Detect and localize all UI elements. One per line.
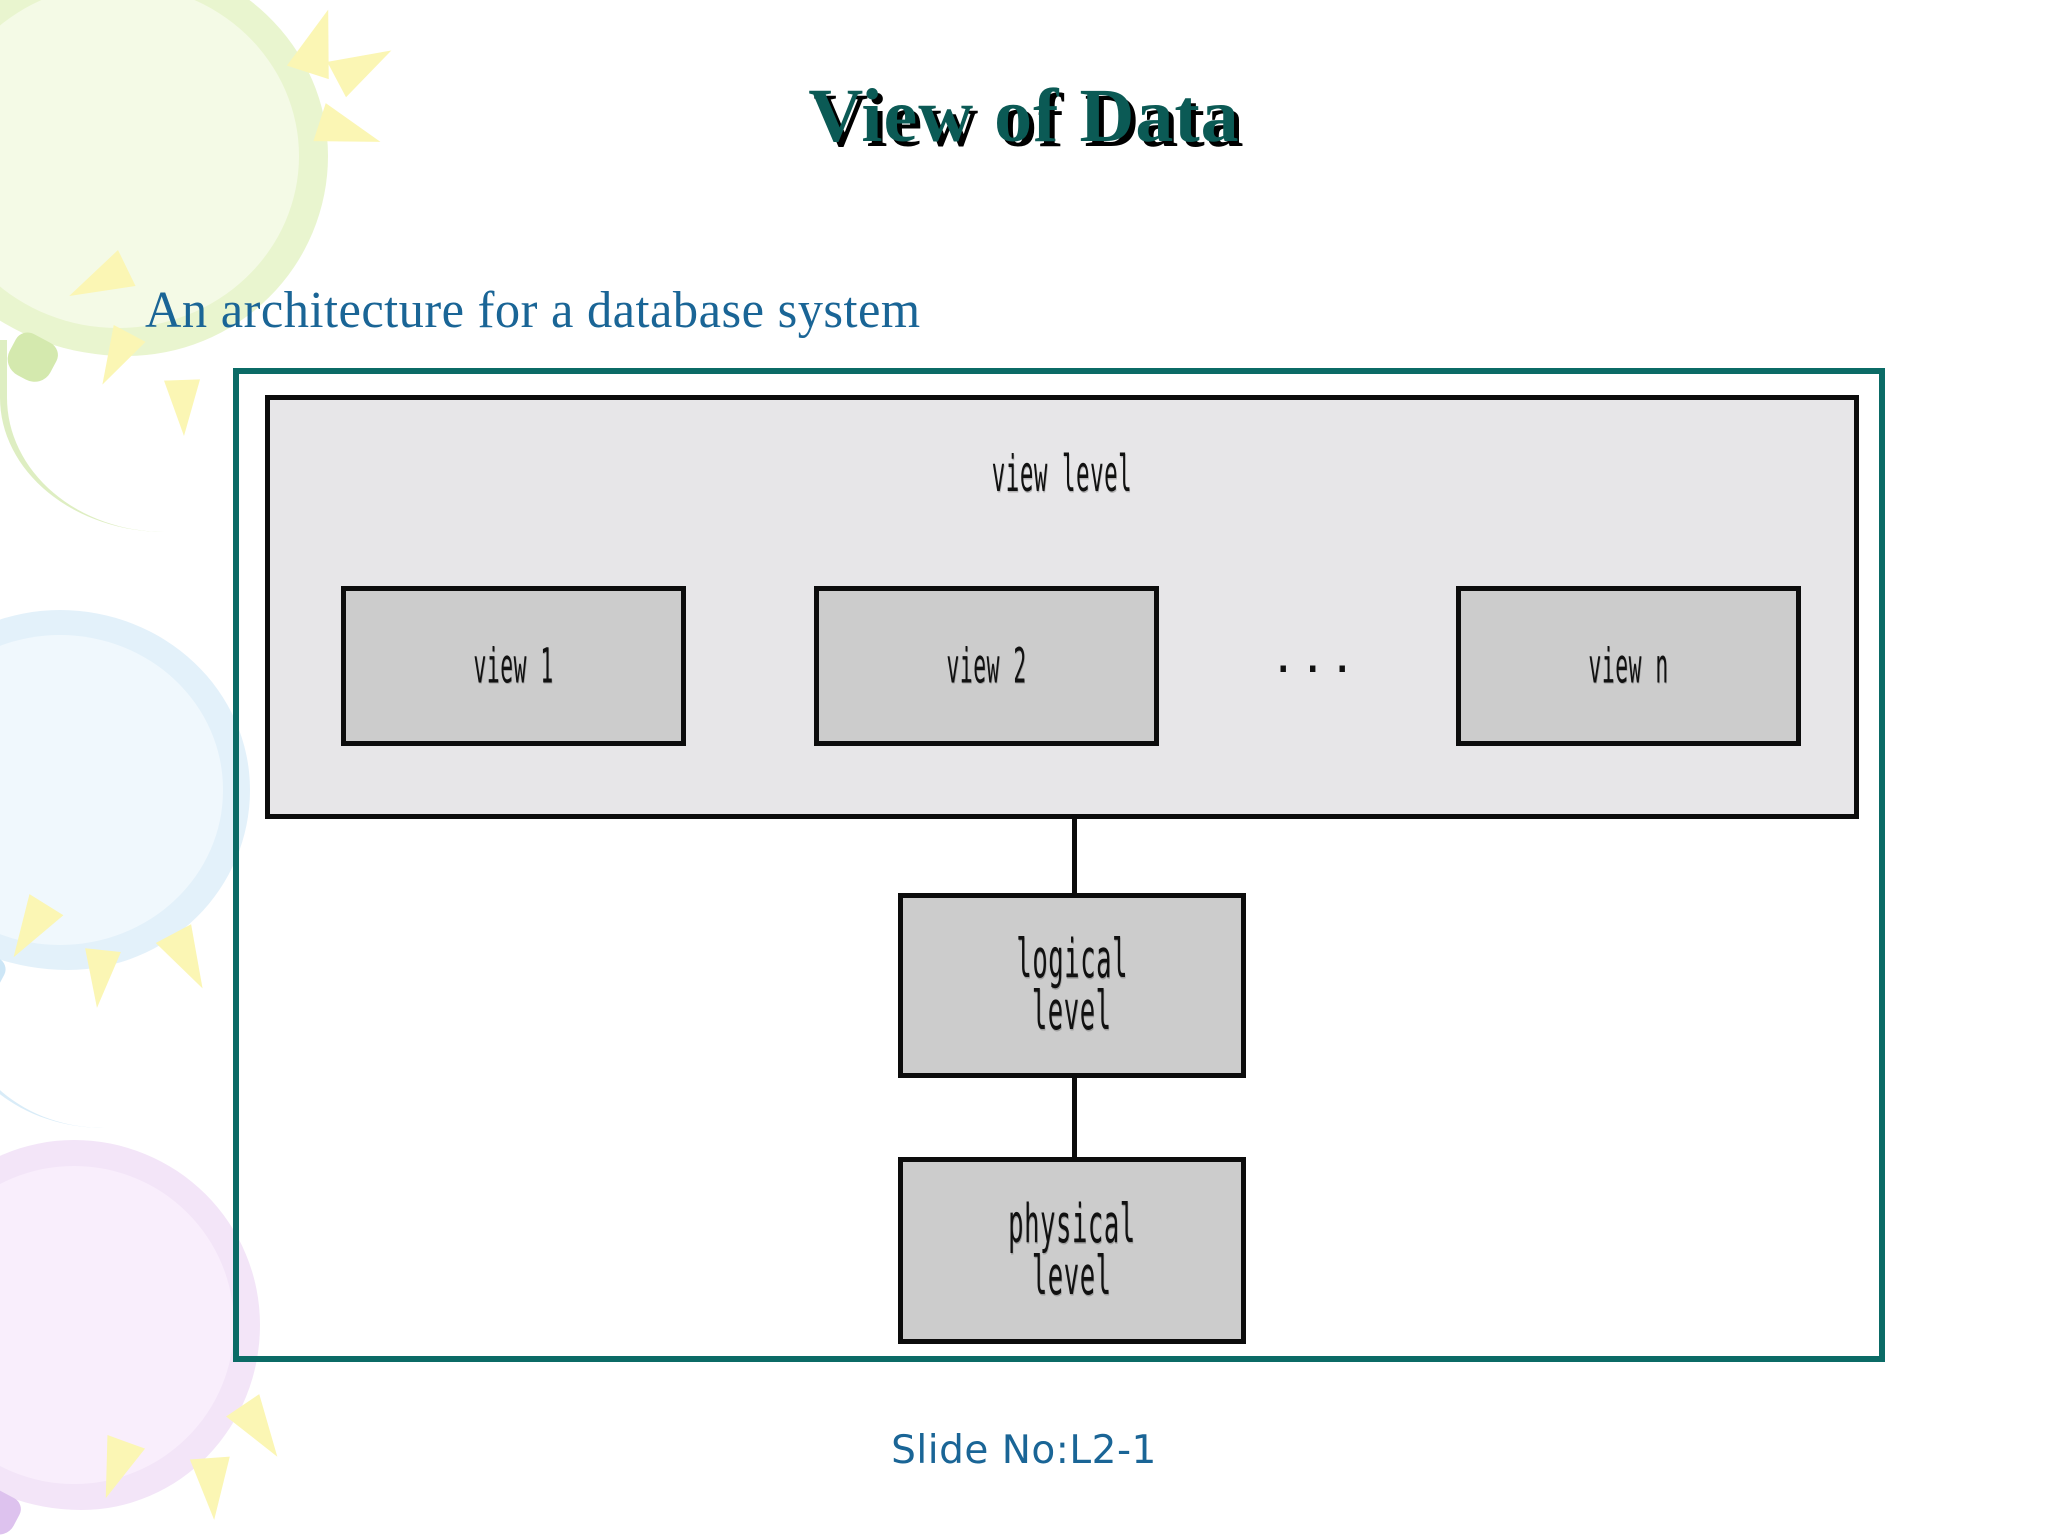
slide-subtitle: An architecture for a database system bbox=[145, 282, 921, 339]
ray-icon bbox=[79, 948, 121, 1010]
ray-icon bbox=[0, 894, 64, 968]
view-2-label: view 2 bbox=[946, 638, 1027, 694]
view-n-label: view n bbox=[1588, 638, 1669, 694]
slide-number-footer: Slide No:L2-1 bbox=[891, 1428, 1157, 1473]
physical-level-label-line1: physical bbox=[1008, 1192, 1136, 1256]
ray-icon bbox=[155, 924, 221, 998]
ray-icon bbox=[164, 379, 202, 437]
page-title: View of Data bbox=[808, 74, 1240, 158]
ray-icon bbox=[86, 324, 146, 394]
green-balloon-highlight bbox=[0, 0, 299, 328]
view-1-label: view 1 bbox=[473, 638, 554, 694]
ray-icon bbox=[286, 2, 350, 80]
view-level-label: view level bbox=[991, 446, 1133, 504]
green-balloon-string bbox=[0, 340, 183, 532]
purple-balloon-string bbox=[0, 1495, 133, 1536]
physical-level-box: physical level bbox=[898, 1157, 1246, 1344]
purple-balloon-knot bbox=[0, 1484, 26, 1536]
blue-balloon-string bbox=[0, 956, 120, 1129]
view-1-box: view 1 bbox=[341, 586, 686, 746]
ray-icon bbox=[60, 249, 136, 315]
connector-logical-to-physical bbox=[1072, 1076, 1077, 1160]
view-n-box: view n bbox=[1456, 586, 1801, 746]
view-2-box: view 2 bbox=[814, 586, 1159, 746]
connector-view-to-logical bbox=[1072, 818, 1077, 896]
page-title-shadow: View of Data bbox=[813, 79, 1245, 163]
logical-level-box: logical level bbox=[898, 893, 1246, 1078]
blue-balloon-knot bbox=[0, 944, 10, 1000]
views-ellipsis: ... bbox=[1270, 632, 1359, 683]
blue-balloon-icon bbox=[0, 610, 250, 1000]
blue-balloon-highlight bbox=[0, 635, 224, 945]
physical-level-label-line2: level bbox=[1032, 1244, 1112, 1308]
green-balloon-knot bbox=[1, 327, 63, 389]
logical-level-label-line2: level bbox=[1032, 979, 1112, 1043]
logical-level-label-line1: logical bbox=[1016, 927, 1128, 991]
